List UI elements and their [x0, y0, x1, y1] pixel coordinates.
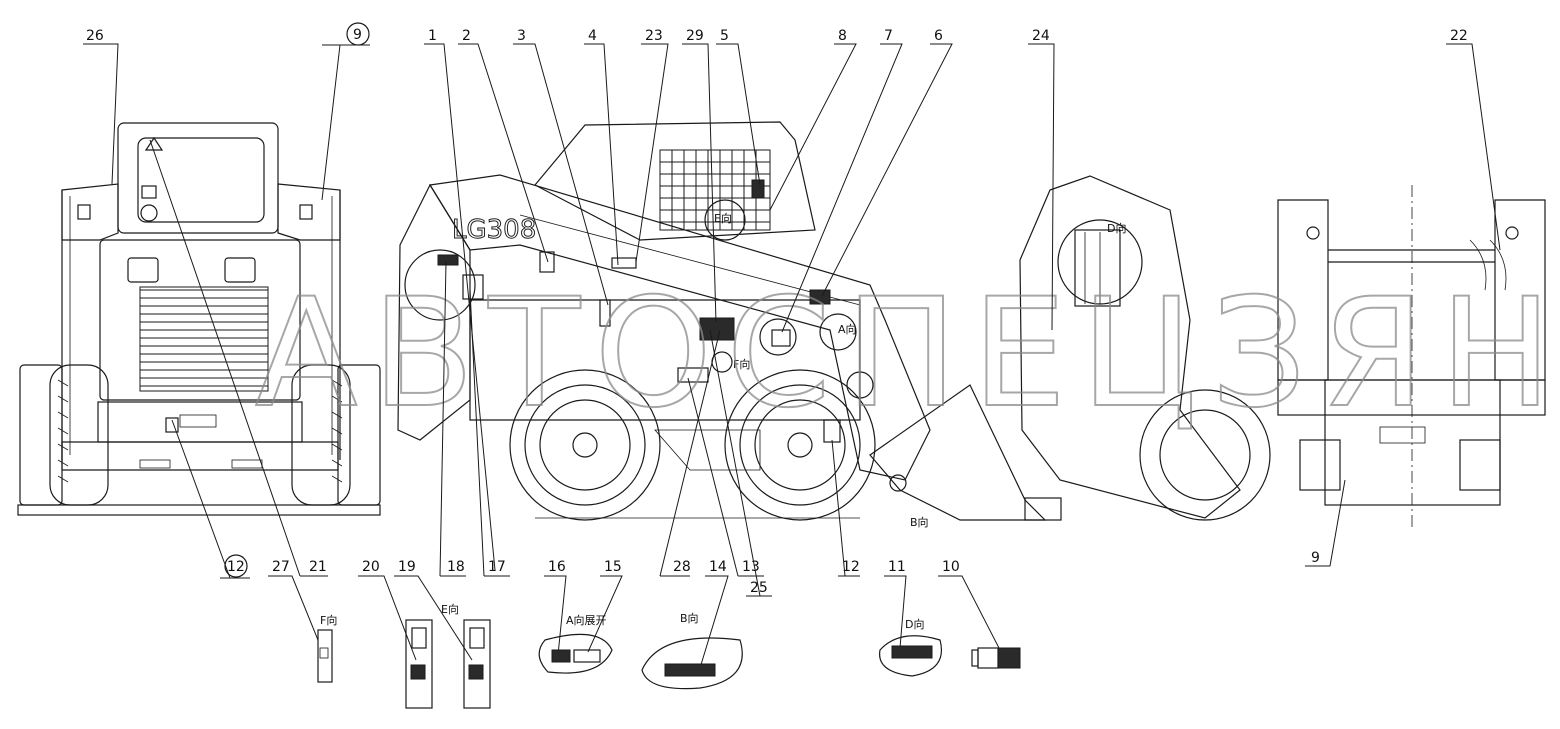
- callout-10: 10: [942, 559, 960, 575]
- model-label: LG308: [452, 215, 536, 245]
- callout-5: 5: [720, 28, 729, 44]
- callout-18: 18: [447, 559, 465, 575]
- side-view-2: D向: [1019, 175, 1271, 521]
- detail-label-e: E向: [441, 602, 459, 616]
- callout-12: 12: [227, 559, 245, 575]
- callouts-bottom: 12 21 18 17 28 13 25 12 9: [149, 139, 1346, 597]
- callout-9b: 9: [1311, 550, 1320, 566]
- callout-29: 29: [686, 28, 704, 44]
- callouts-top: 26 9 1 2 3 4 23 29 5 8 7 6: [83, 22, 1501, 571]
- callout-16: 16: [548, 559, 566, 575]
- callout-11: 11: [888, 559, 906, 575]
- detail-label-f: F向: [320, 613, 337, 627]
- view-label-b: B向: [910, 515, 929, 529]
- callout-7: 7: [884, 28, 893, 44]
- callout-1: 1: [428, 28, 437, 44]
- callout-19: 19: [398, 559, 416, 575]
- callout-14: 14: [709, 559, 727, 575]
- front-view: [1277, 185, 1546, 530]
- callout-17: 17: [488, 559, 506, 575]
- callout-23: 23: [645, 28, 663, 44]
- callout-21: 21: [309, 559, 327, 575]
- view-label-a: A向: [838, 322, 857, 336]
- callout-6: 6: [934, 28, 943, 44]
- view-label-d: D向: [1107, 221, 1126, 235]
- view-label-f: F向: [733, 357, 750, 371]
- detail-views: 27 F向 20 19 E向 16 15 A向展开 14 B向 11: [268, 559, 1021, 709]
- callout-4: 4: [588, 28, 597, 44]
- rear-view: [17, 122, 381, 516]
- callout-9: 9: [353, 27, 362, 43]
- view-label-e: E向: [714, 211, 732, 225]
- callout-20: 20: [362, 559, 380, 575]
- callout-28: 28: [673, 559, 691, 575]
- callout-8: 8: [838, 28, 847, 44]
- callout-2: 2: [462, 28, 471, 44]
- callout-13: 13: [742, 559, 760, 575]
- callout-3: 3: [517, 28, 526, 44]
- callout-12b: 12: [842, 559, 860, 575]
- side-view: LG308 E向 A向 F向 B向: [397, 121, 1062, 529]
- detail-label-b: B向: [680, 611, 699, 625]
- callout-26: 26: [86, 28, 104, 44]
- callout-27: 27: [272, 559, 290, 575]
- callout-24: 24: [1032, 28, 1050, 44]
- callout-22: 22: [1450, 28, 1468, 44]
- watermark: АВТОСПЕЦЗЯНС: [255, 267, 1560, 441]
- detail-label-d: D向: [905, 617, 924, 631]
- callout-15: 15: [604, 559, 622, 575]
- detail-label-a: A向展开: [566, 613, 607, 627]
